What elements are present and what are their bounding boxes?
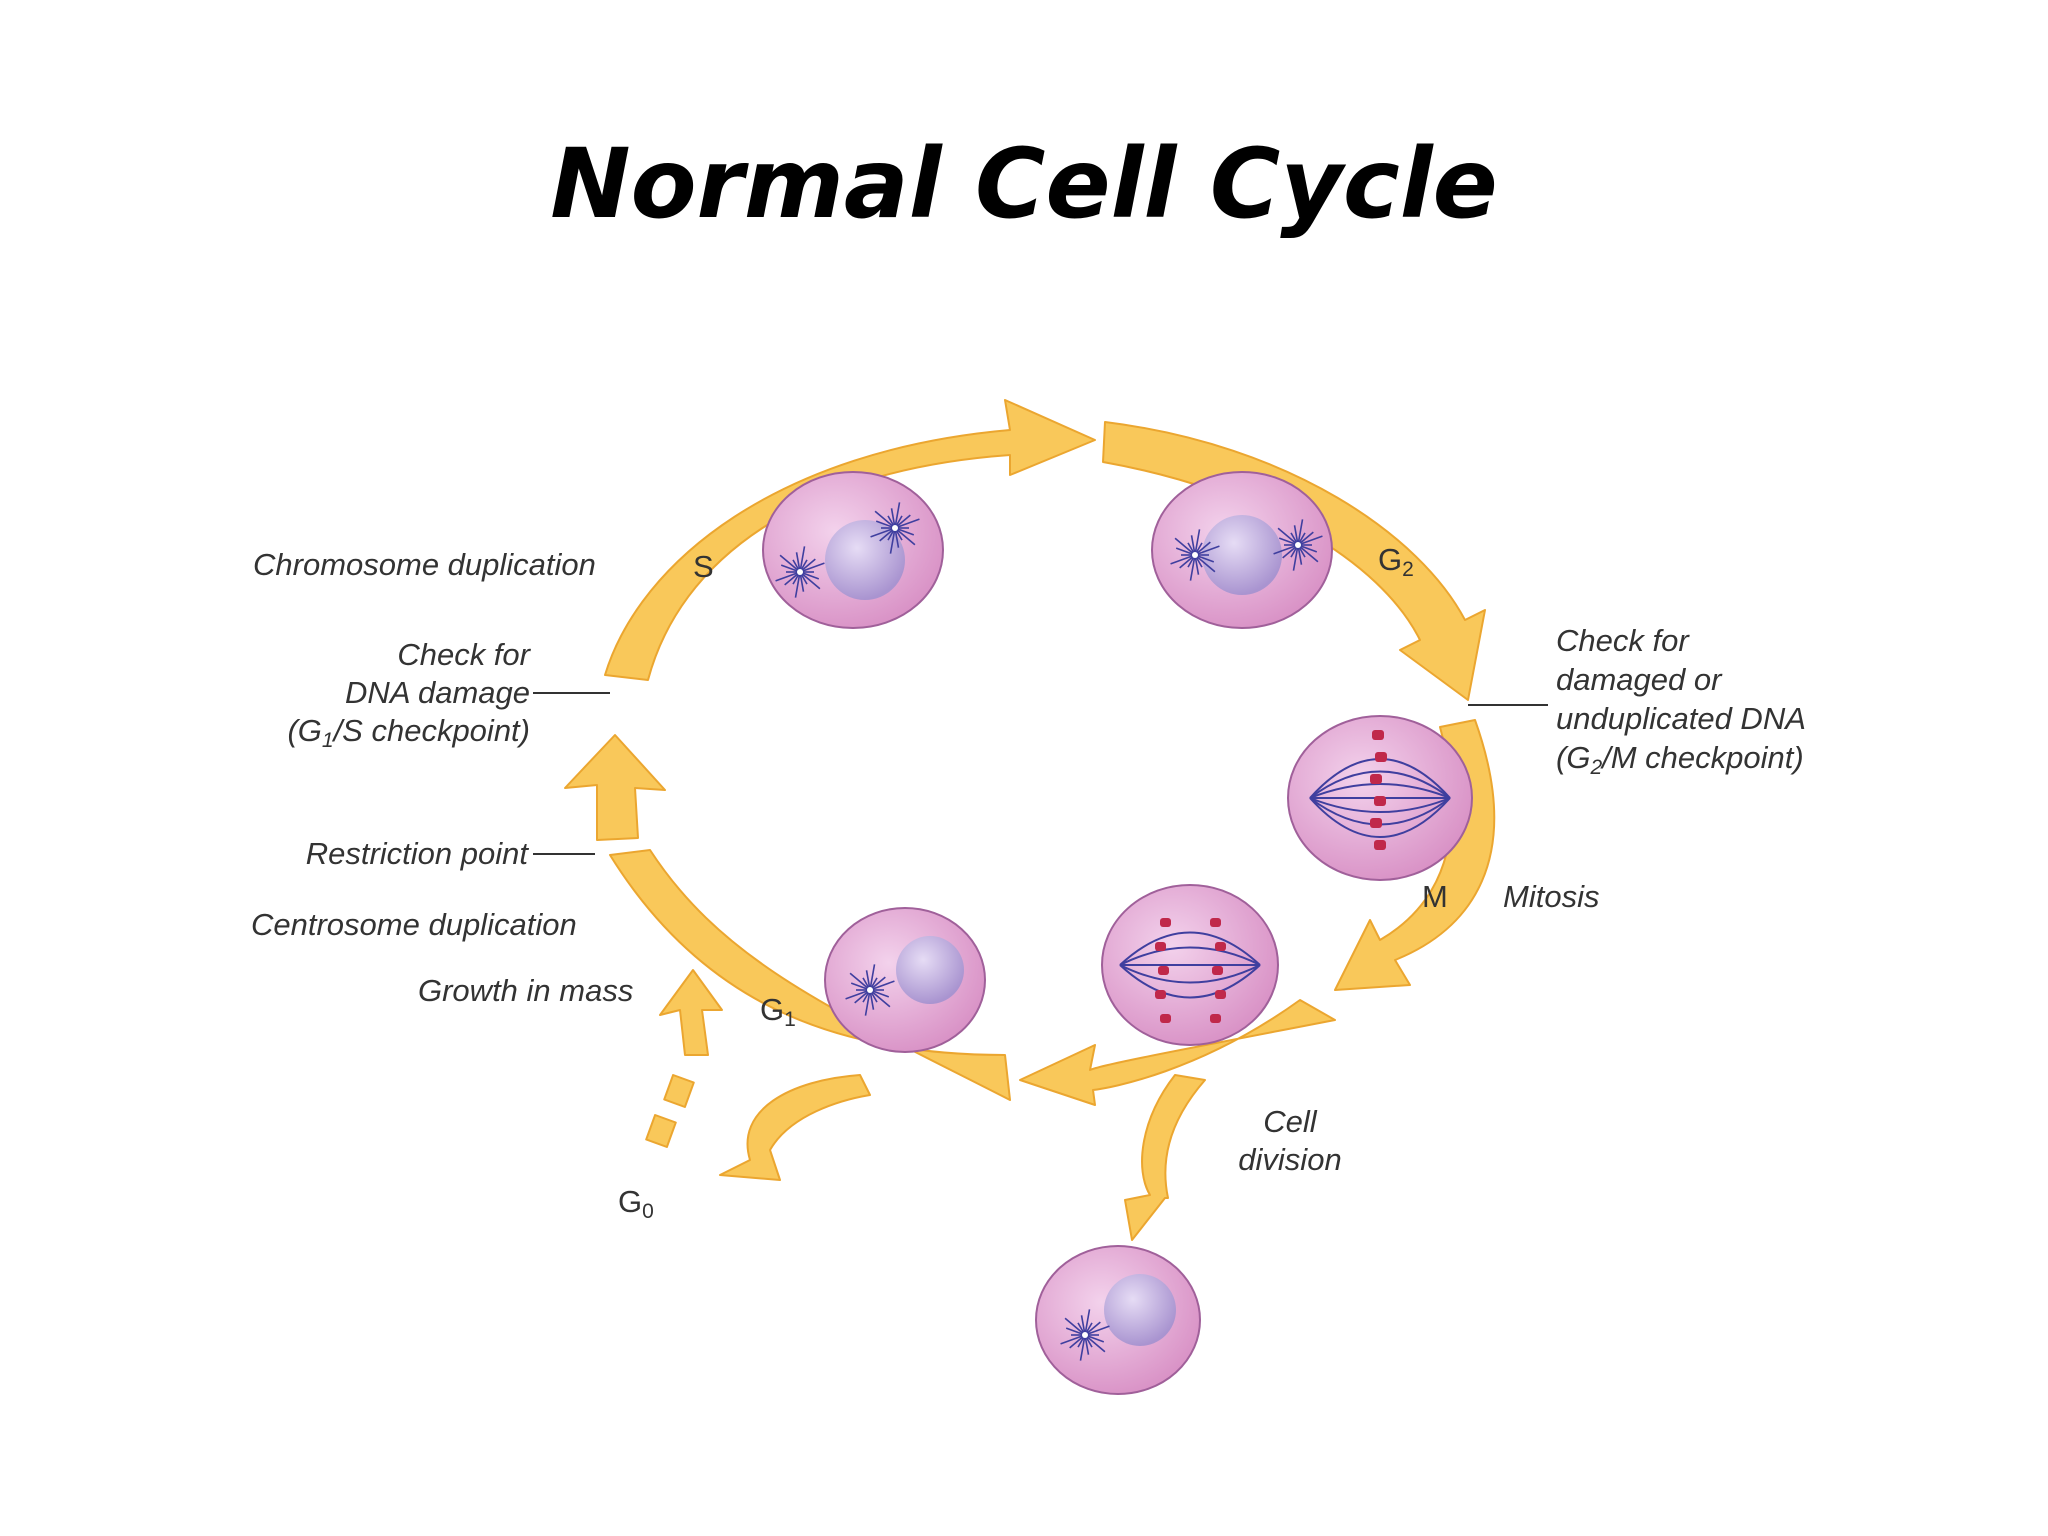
cell-g1-phase	[824, 907, 986, 1053]
label-growth-in-mass: Growth in mass	[418, 973, 633, 1008]
label-centrosome-duplication: Centrosome duplication	[251, 907, 577, 942]
diagram-title: Normal Cell Cycle	[550, 128, 1498, 240]
arrow-g1-to-s	[564, 734, 666, 841]
arrow-g0-return	[645, 969, 723, 1148]
phase-g1-label: G1	[760, 992, 796, 1031]
centrosome-aster	[1170, 529, 1220, 581]
label-cell-division-line1: Cell	[1263, 1104, 1318, 1139]
arrow-s-phase	[604, 399, 1096, 681]
phase-g0-label: G0	[618, 1184, 654, 1223]
centrosome-aster	[870, 502, 920, 554]
label-chromosome-duplication: Chromosome duplication	[253, 547, 596, 582]
label-g2m-check-line4: (G2/M checkpoint)	[1556, 740, 1804, 779]
label-cell-division-line2: division	[1238, 1142, 1341, 1177]
label-g1s-check-line3: (G1/S checkpoint)	[287, 713, 530, 752]
arrow-cell-division	[1019, 999, 1336, 1241]
label-g2m-check-line2: damaged or	[1556, 662, 1723, 697]
centrosome-aster	[1273, 519, 1323, 571]
label-g1s-check-line2: DNA damage	[345, 675, 530, 710]
phase-g2-label: G2	[1378, 542, 1414, 581]
anaphase-chromosomes	[1155, 918, 1226, 1023]
centrosome-aster	[845, 964, 895, 1016]
cell-metaphase	[1287, 715, 1473, 881]
cell-g2-phase	[1151, 471, 1333, 629]
cell-s-phase	[762, 471, 944, 629]
phase-s-label: S	[693, 549, 714, 584]
label-g2m-check-line3: unduplicated DNA	[1556, 701, 1806, 736]
label-restriction-point: Restriction point	[306, 836, 530, 871]
label-g2m-check-line1: Check for	[1556, 623, 1690, 658]
arrow-to-g0	[719, 1074, 871, 1181]
cell-anaphase	[1101, 884, 1279, 1046]
cell-daughter	[1035, 1245, 1201, 1395]
label-g1s-check-line1: Check for	[397, 637, 531, 672]
phase-m-label: M	[1422, 879, 1448, 914]
metaphase-chromosomes	[1370, 730, 1387, 850]
anaphase-spindle	[1119, 931, 1261, 999]
centrosome-aster	[1060, 1309, 1110, 1361]
centrosome-aster	[775, 546, 825, 598]
label-mitosis: Mitosis	[1503, 879, 1599, 914]
